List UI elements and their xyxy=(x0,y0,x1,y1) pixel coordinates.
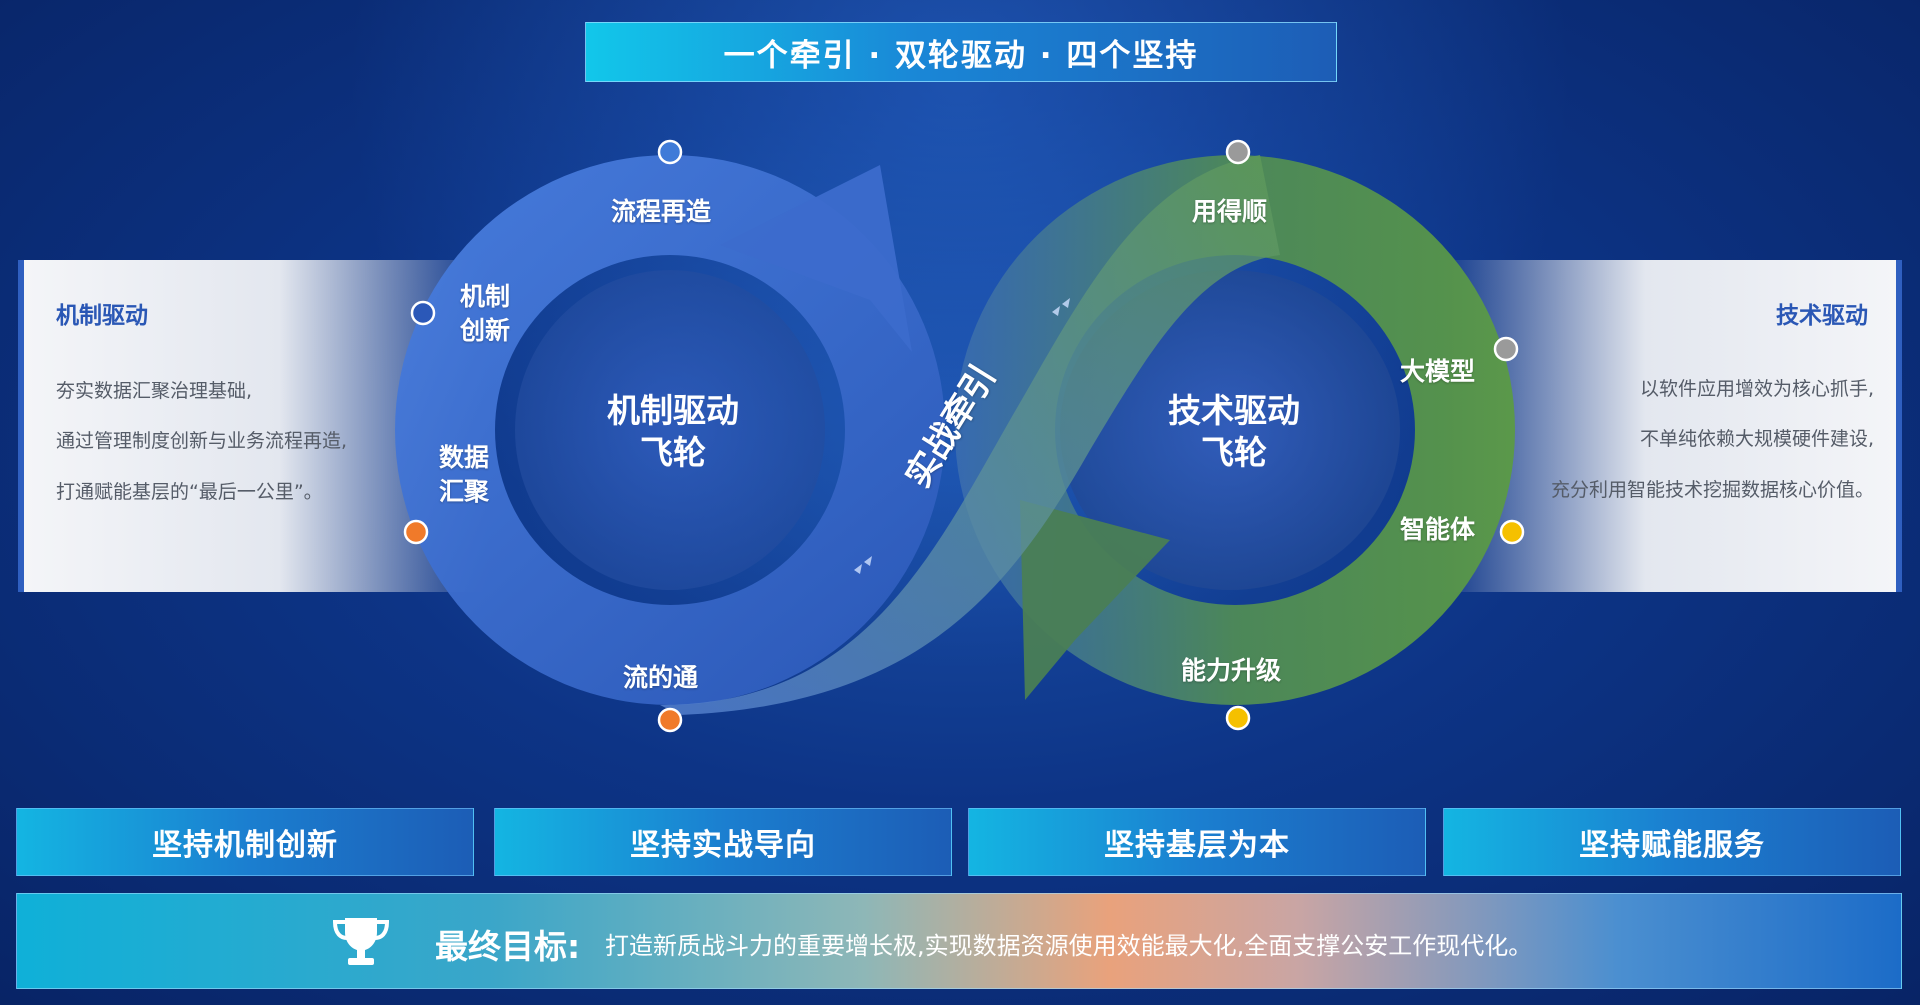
label-process-reengineering: 流程再造 xyxy=(611,197,712,226)
goal-heading: 最终目标: xyxy=(435,927,581,966)
label-capability-upgrade: 能力升级 xyxy=(1181,656,1282,685)
right-panel-line: 充分利用智能技术挖掘数据核心价值。 xyxy=(1550,479,1874,501)
left-panel-title: 机制驱动 xyxy=(56,303,148,329)
node-dot-bottom-left xyxy=(657,707,683,733)
right-panel-line: 不单纯依赖大规模硬件建设, xyxy=(1639,428,1874,450)
right-wheel-title: 技术驱动 飞轮 xyxy=(1134,390,1334,474)
trophy-icon xyxy=(332,918,390,965)
left-wheel-title: 机制驱动 飞轮 xyxy=(573,390,773,474)
label-large-model: 大模型 xyxy=(1400,357,1476,386)
label-agent: 智能体 xyxy=(1400,515,1476,544)
right-panel-line: 以软件应用增效为核心抓手, xyxy=(1639,378,1874,400)
center-crossing-band xyxy=(660,155,1280,715)
page-title: 一个牵引 · 双轮驱动 · 四个坚持 xyxy=(585,22,1337,82)
label-line: 机制 xyxy=(460,282,511,311)
label-data-aggregation: 数据 汇聚 xyxy=(439,441,489,509)
label-smooth-use: 用得顺 xyxy=(1192,197,1268,226)
right-arrow-head xyxy=(1020,500,1170,700)
wheel-title-line: 技术驱动 xyxy=(1168,391,1300,430)
left-inner-disc xyxy=(515,270,825,590)
left-panel-line: 通过管理制度创新与业务流程再造, xyxy=(56,430,348,452)
principle-pill: 坚持机制创新 xyxy=(16,808,474,876)
node-dot-top-left xyxy=(657,139,683,165)
node-dot-large-model xyxy=(1493,336,1519,362)
left-arrow-head xyxy=(720,165,912,352)
principle-pill: 坚持基层为本 xyxy=(968,808,1426,876)
label-line: 数据 xyxy=(439,443,490,472)
flow-marker-icon xyxy=(854,556,872,574)
left-loop-ring xyxy=(395,155,945,705)
label-flow-through: 流的通 xyxy=(623,663,699,692)
right-panel-title: 技术驱动 xyxy=(1776,303,1868,329)
left-panel-line: 夯实数据汇聚治理基础, xyxy=(56,380,253,402)
flow-marker-icon xyxy=(1052,298,1070,316)
node-dot-mechanism-innovation xyxy=(410,300,436,326)
principle-pill: 坚持实战导向 xyxy=(494,808,952,876)
left-panel-line: 打通赋能基层的“最后一公里”。 xyxy=(56,481,323,503)
wheel-title-line: 飞轮 xyxy=(640,433,706,472)
goal-text: 打造新质战斗力的重要增长极,实现数据资源使用效能最大化,全面支撑公安工作现代化。 xyxy=(605,932,1533,960)
label-line: 创新 xyxy=(460,316,511,345)
node-dot-agent xyxy=(1499,519,1525,545)
wheel-title-line: 飞轮 xyxy=(1201,433,1267,472)
label-mechanism-innovation: 机制 创新 xyxy=(460,280,510,348)
label-line: 汇聚 xyxy=(439,477,490,506)
node-dot-data-aggregation xyxy=(403,519,429,545)
right-info-panel: 技术驱动 以软件应用增效为核心抓手, 不单纯依赖大规模硬件建设, 充分利用智能技… xyxy=(1440,260,1902,592)
node-dot-bottom-right xyxy=(1225,705,1251,731)
wheel-title-line: 机制驱动 xyxy=(607,391,739,430)
node-dot-top-right xyxy=(1225,139,1251,165)
principle-pill: 坚持赋能服务 xyxy=(1443,808,1901,876)
final-goal-bar: 最终目标: 打造新质战斗力的重要增长极,实现数据资源使用效能最大化,全面支撑公安… xyxy=(16,893,1902,989)
